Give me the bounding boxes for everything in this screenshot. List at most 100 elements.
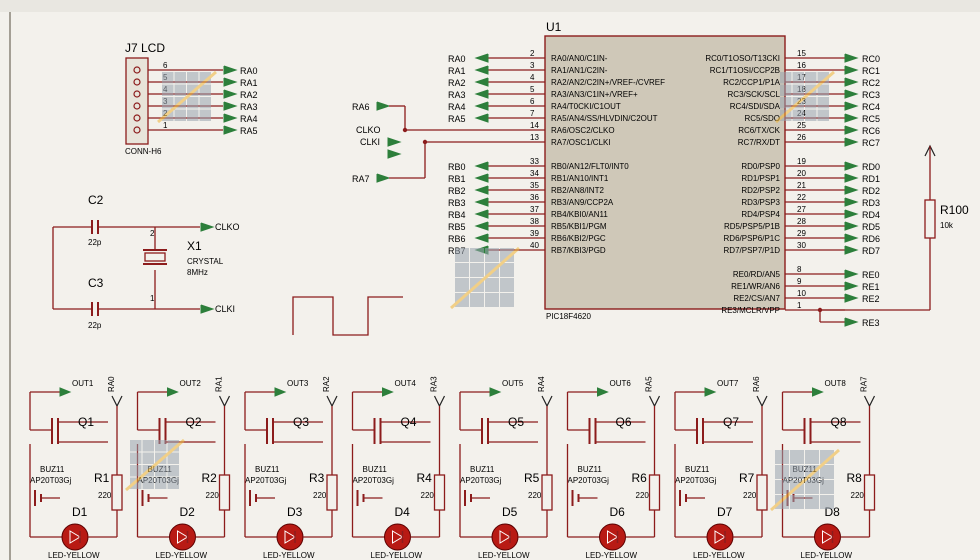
- mcu-pin-number: 33: [530, 157, 539, 166]
- mcu-pin-number: 38: [530, 217, 539, 226]
- watermark-cell: [455, 248, 469, 262]
- mcu-pin-number: 36: [530, 193, 539, 202]
- crystal-pin1: 1: [150, 294, 155, 303]
- ra7-terminal-label: RA7: [352, 174, 370, 184]
- terminal-arrow: [844, 233, 859, 243]
- ra-terminal-label: RA6: [752, 376, 761, 392]
- watermark-cell: [174, 84, 186, 96]
- led-icon: [822, 530, 834, 544]
- lcd-pin-circle: [133, 126, 141, 134]
- terminal-arrow: [844, 125, 859, 135]
- mcu-net-label: RD3: [862, 198, 880, 208]
- watermark-cell: [130, 452, 142, 464]
- mosfet-ref-label: Q5: [508, 415, 524, 429]
- mcu-pic18f4620[interactable]: U1PIC18F4620RA0/AN0/C1IN-2RA0RA1/AN1/C2I…: [448, 20, 930, 328]
- mcu-pin-name: RD1/PSP1: [741, 174, 780, 183]
- terminal-arrow: [844, 89, 859, 99]
- mcu-pin-number: 25: [797, 121, 806, 130]
- mcu-pin-name: RA7/OSC1/CLKI: [551, 138, 611, 147]
- mcu-pin-name: RA5/AN4/SS/HLVDIN/C2OUT: [551, 114, 658, 123]
- clock-section[interactable]: C222pC322p21X1CRYSTAL8MHzCLKOCLKIRA6RA7C…: [52, 101, 522, 330]
- schematic-canvas[interactable]: J7 LCD6RA05RA14RA23RA32RA41RA5CONN-H6C22…: [0, 12, 980, 560]
- watermark-cell: [455, 263, 469, 277]
- square-wave-graphic: [292, 296, 403, 336]
- crystal-type-label: CRYSTAL: [187, 257, 224, 266]
- c2-ref-label: C2: [88, 193, 104, 207]
- terminal-arrow: [489, 387, 502, 397]
- terminal-arrow: [474, 197, 489, 207]
- terminal-arrow: [844, 281, 859, 291]
- watermark-cell: [790, 495, 804, 509]
- watermark-cell: [187, 97, 199, 109]
- watermark-cell: [775, 450, 789, 464]
- mcu-net-label: RB2: [448, 186, 466, 196]
- junction-dot: [402, 127, 408, 133]
- watermark-cell: [780, 84, 792, 96]
- watermark-cell: [187, 109, 199, 121]
- watermark-cell: [792, 72, 804, 84]
- led-icon: [499, 530, 511, 544]
- lcd-ref-label: J7 LCD: [125, 41, 165, 55]
- mcu-net-label: RD6: [862, 234, 880, 244]
- watermark-cell: [167, 465, 179, 477]
- mosfet-ref-label: Q6: [616, 415, 632, 429]
- mosfet-type-label: BUZ11: [793, 465, 818, 474]
- watermark-cell: [817, 109, 829, 121]
- watermark-line: [157, 70, 217, 124]
- mcu-net-label: RE2: [862, 294, 880, 304]
- terminal-arrow: [474, 209, 489, 219]
- ra6-terminal-label: RA6: [352, 102, 370, 112]
- watermark-graphic: [450, 246, 520, 310]
- mosfet-ref-label: Q3: [293, 415, 309, 429]
- ra-terminal-label: RA2: [322, 376, 331, 392]
- watermark-cell: [130, 465, 142, 477]
- terminal-arrow: [844, 317, 859, 327]
- terminal-arrow: [844, 269, 859, 279]
- re3-net-label: RE3: [862, 318, 880, 328]
- mcu-pin-name: RA6/OSC2/CLKO: [551, 126, 615, 135]
- watermark-cell: [820, 480, 834, 494]
- crystal-pin2: 2: [150, 229, 155, 238]
- mcu-pin-number: 22: [797, 193, 806, 202]
- mcu-pin-name: RD7/PSP7/P1D: [724, 246, 781, 255]
- terminal-arrow: [704, 387, 717, 397]
